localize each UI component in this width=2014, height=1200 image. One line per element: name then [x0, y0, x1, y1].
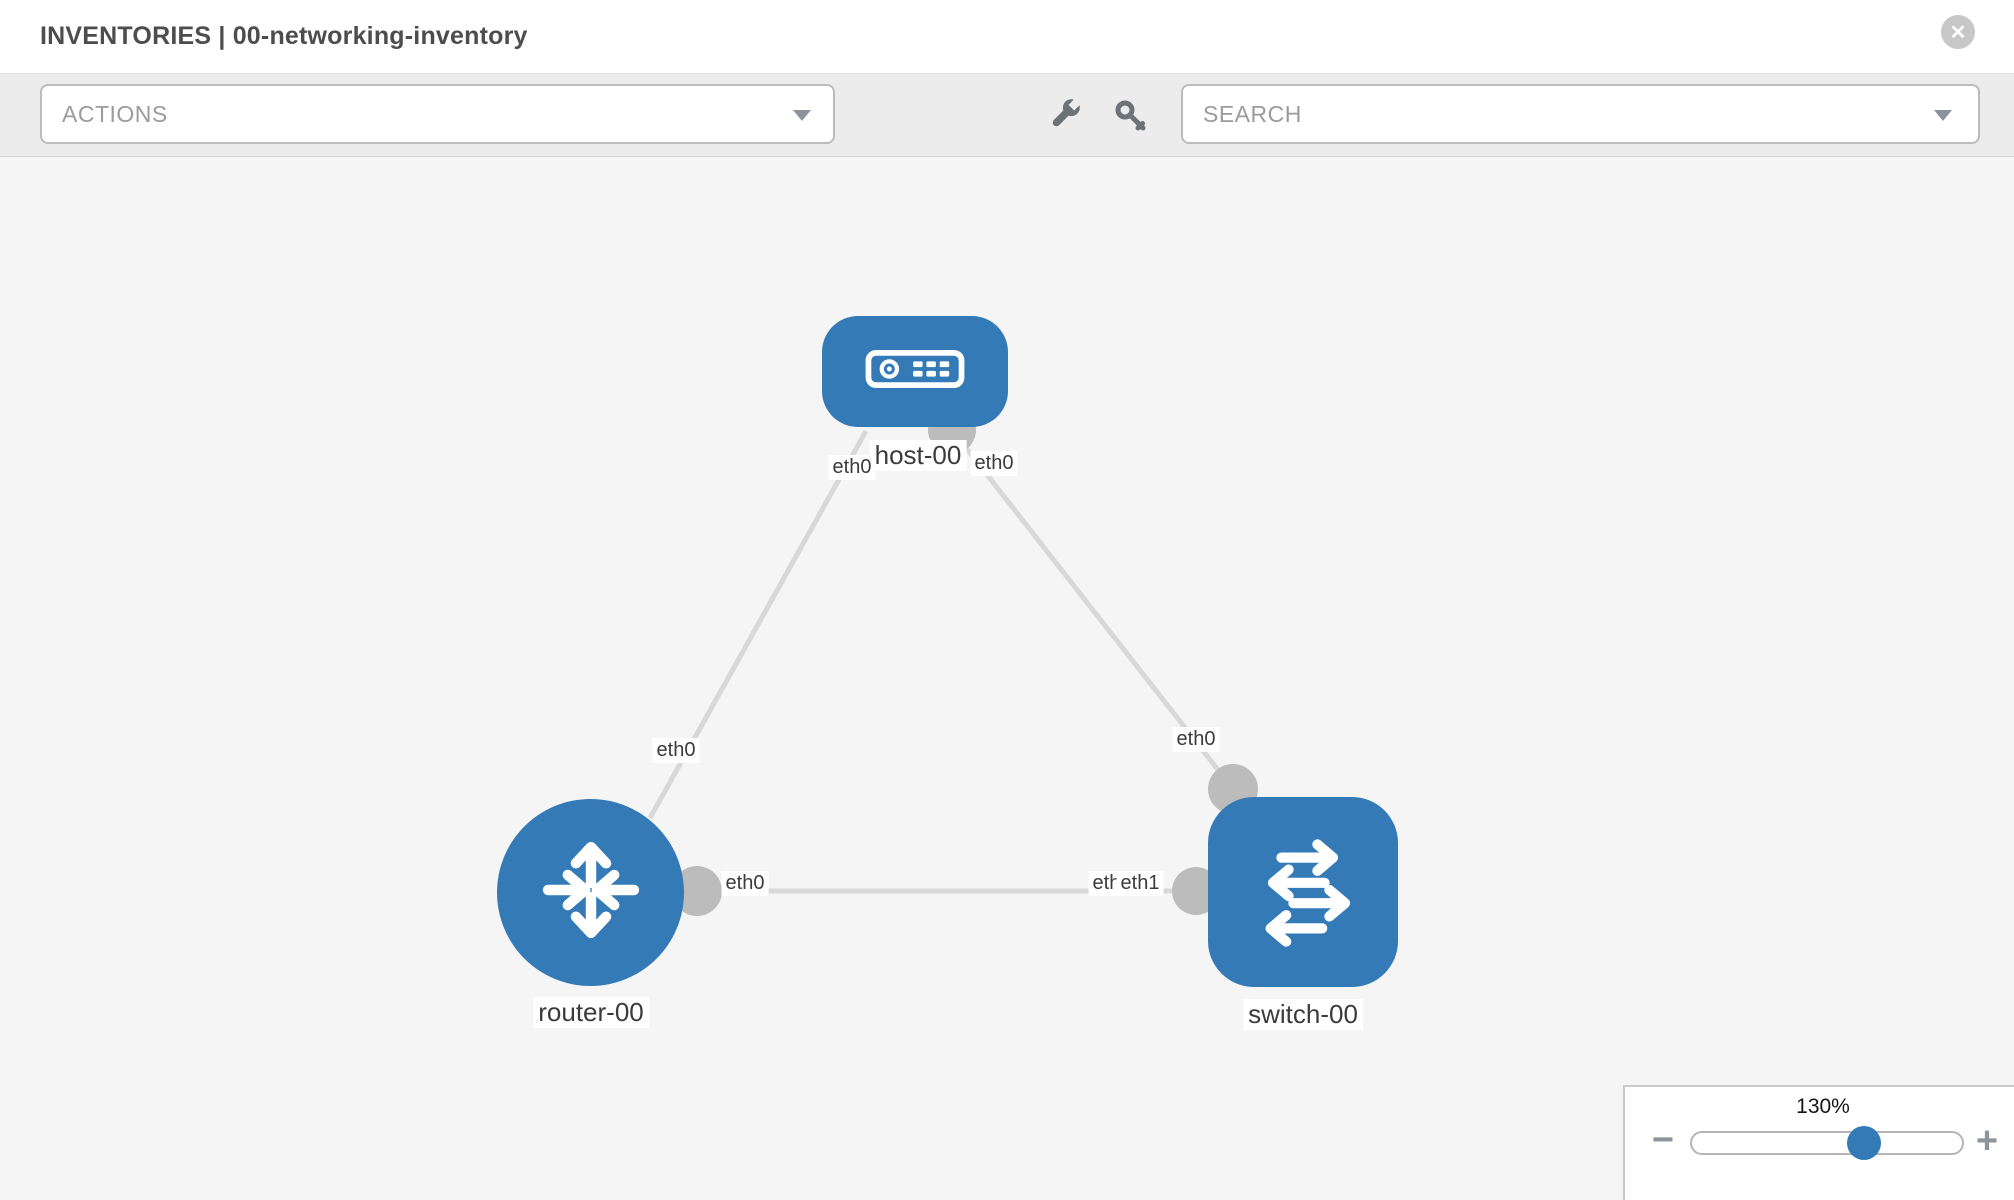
- chevron-down-icon: [793, 110, 811, 121]
- close-button[interactable]: ✕: [1941, 15, 1975, 49]
- interface-label: eth0: [828, 455, 876, 480]
- title-bar: INVENTORIES | 00-networking-inventory ✕: [0, 0, 2014, 74]
- zoom-slider-thumb[interactable]: [1847, 1126, 1881, 1160]
- interface-label: eth0: [970, 451, 1018, 476]
- zoom-level-value: 130%: [1796, 1095, 1850, 1118]
- zoom-out-button[interactable]: −: [1651, 1119, 1675, 1161]
- interface-label: eth0: [652, 738, 700, 763]
- node-label-router: router-00: [533, 997, 649, 1028]
- switch-icon: [1243, 830, 1363, 955]
- interface-label: eth1: [1116, 871, 1164, 896]
- zoom-panel: 130% − +: [1623, 1085, 2014, 1200]
- node-label-switch: switch-00: [1243, 999, 1363, 1030]
- interface-label: eth0: [1172, 727, 1220, 752]
- node-router-00[interactable]: [497, 799, 684, 986]
- zoom-slider-track[interactable]: [1690, 1126, 1964, 1160]
- chevron-down-icon: [1934, 110, 1952, 121]
- interface-dot-router-right: [672, 866, 722, 916]
- close-icon: ✕: [1949, 21, 1967, 44]
- search-dropdown[interactable]: SEARCH: [1181, 84, 1980, 144]
- router-icon: [533, 832, 649, 953]
- search-dropdown-label: SEARCH: [1203, 101, 1302, 127]
- node-label-host: host-00: [869, 440, 967, 471]
- actions-dropdown[interactable]: ACTIONS: [40, 84, 835, 144]
- zoom-in-button[interactable]: +: [1975, 1120, 1999, 1162]
- wrench-icon[interactable]: [1046, 95, 1084, 138]
- key-icon[interactable]: [1112, 97, 1150, 140]
- page-title: INVENTORIES | 00-networking-inventory: [40, 22, 528, 50]
- interface-label: eth0: [721, 871, 769, 896]
- node-host-00[interactable]: [822, 316, 1008, 427]
- node-switch-00[interactable]: [1208, 797, 1398, 987]
- toolbar: ACTIONS SEARCH: [0, 74, 2014, 157]
- actions-dropdown-label: ACTIONS: [62, 101, 168, 127]
- host-icon: [865, 350, 965, 393]
